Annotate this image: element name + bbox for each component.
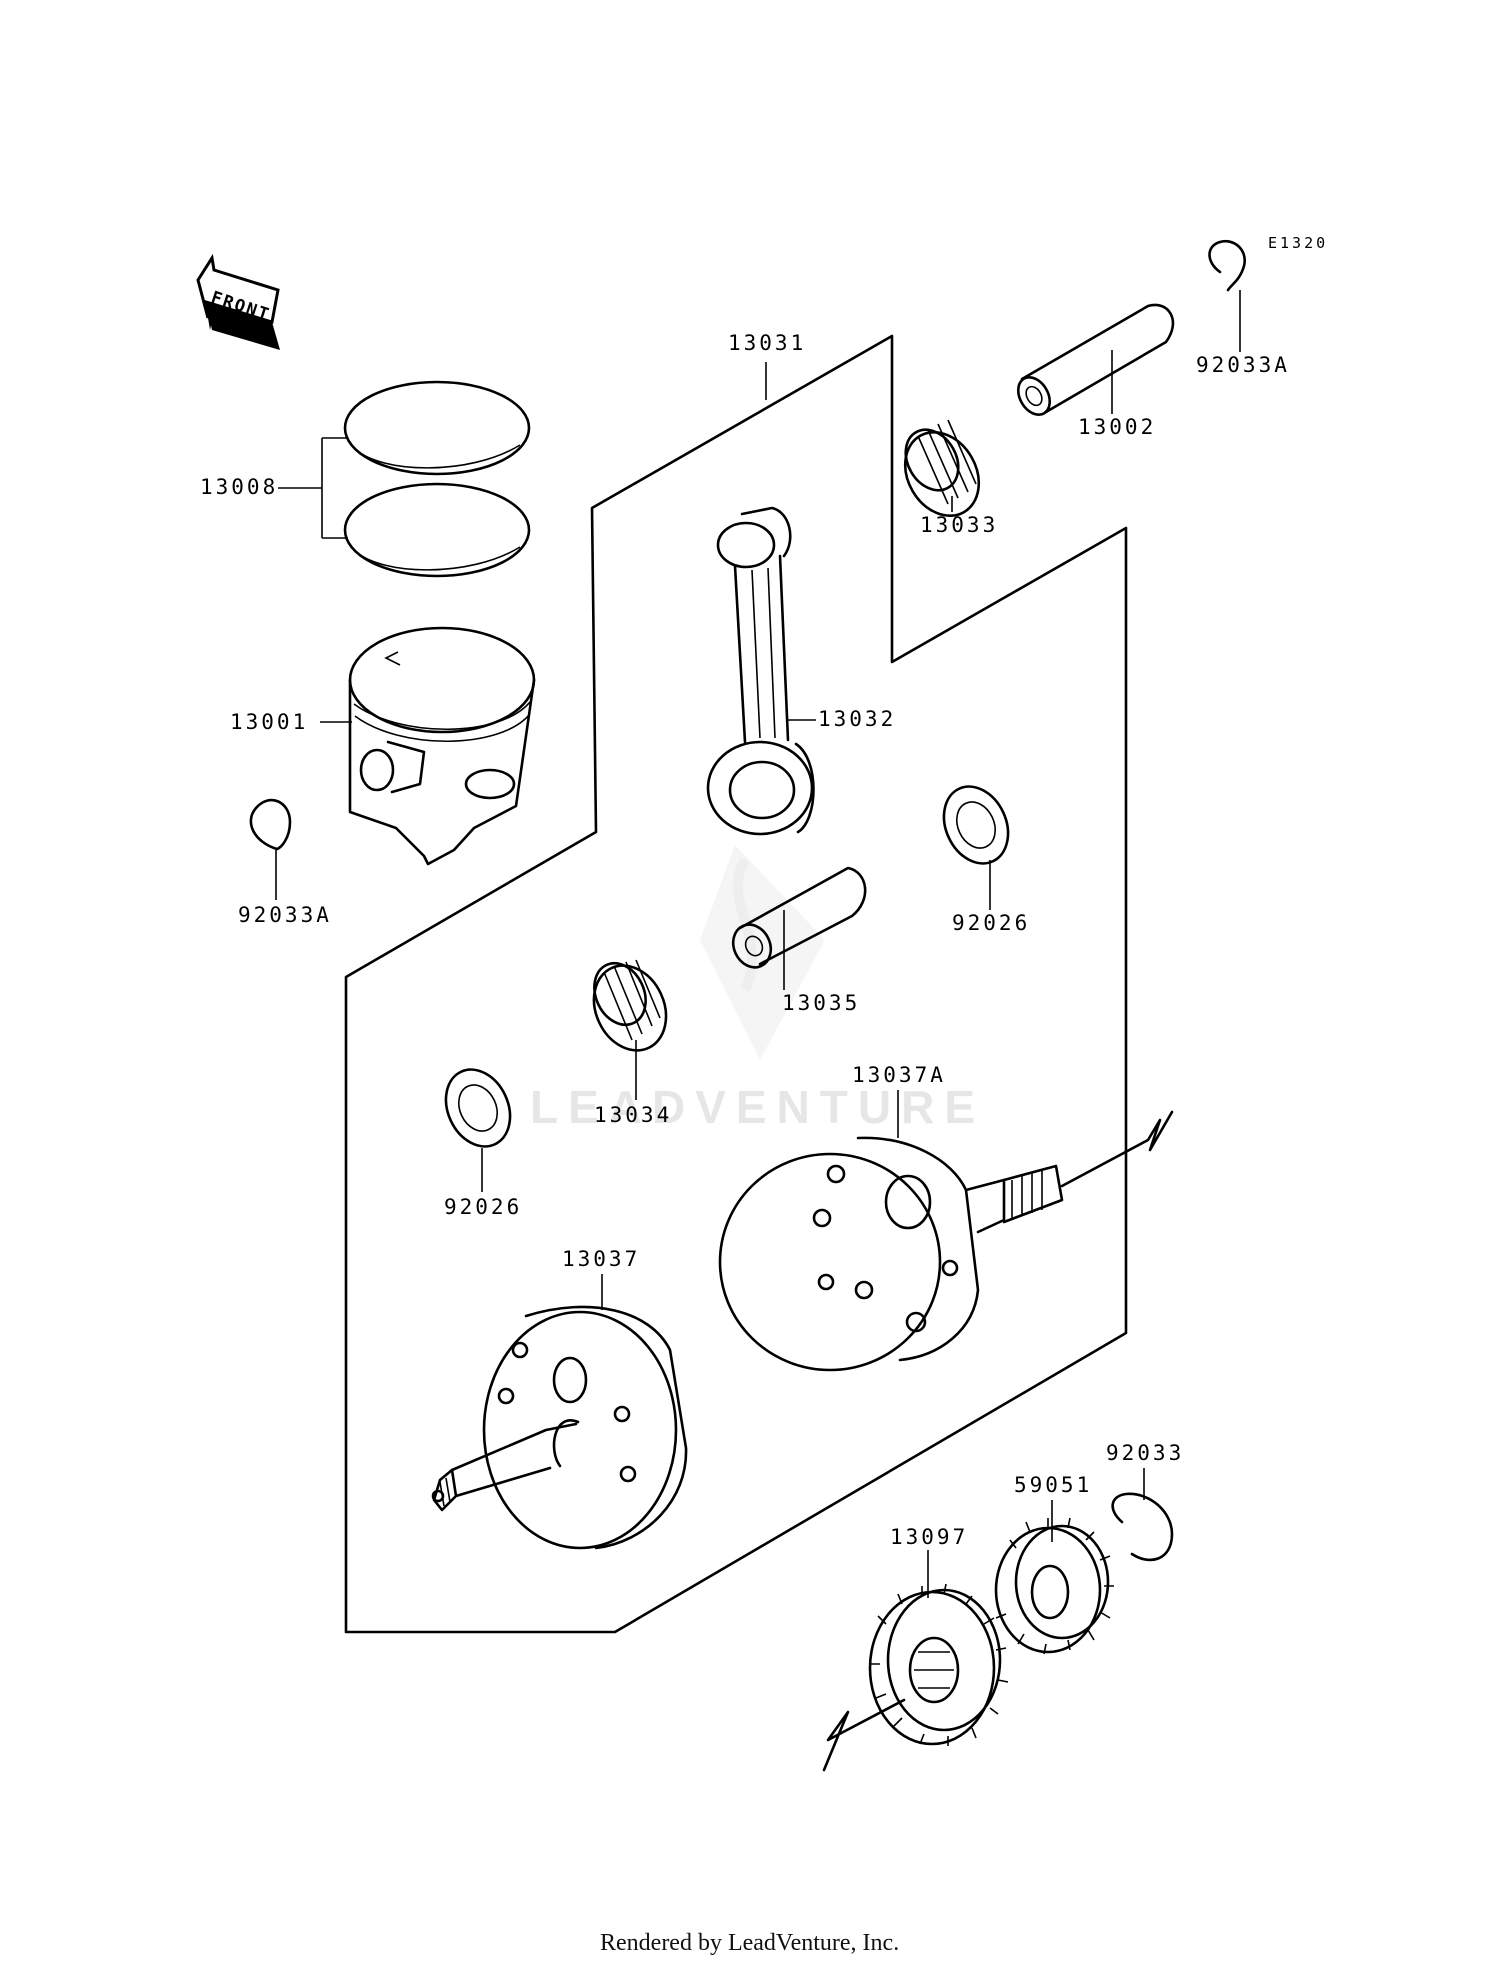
label-13034: 13034 <box>594 1103 672 1127</box>
label-13035: 13035 <box>782 991 860 1015</box>
label-59051: 59051 <box>1014 1473 1092 1497</box>
leader-lines <box>275 290 1241 1598</box>
needle-bearing-13033-icon <box>903 419 981 518</box>
gear-13097-icon <box>822 1583 1009 1772</box>
thrust-washer-92026-right-icon <box>942 785 1010 865</box>
crankshaft-half-13037a-icon <box>718 1110 1174 1372</box>
circlip-92033a-top-icon <box>1208 239 1246 292</box>
label-13002: 13002 <box>1078 415 1156 439</box>
label-13008: 13008 <box>200 475 278 499</box>
label-13031: 13031 <box>728 331 806 355</box>
thrust-washer-92026-left-icon <box>444 1068 512 1148</box>
label-13033: 13033 <box>920 513 998 537</box>
piston-13001 <box>348 626 536 866</box>
crankshaft-half-13037-icon <box>431 1305 688 1550</box>
gear-59051-icon <box>994 1517 1114 1655</box>
watermark-logo <box>700 845 825 1060</box>
footer-credit: Rendered by LeadVenture, Inc. <box>600 1930 899 1956</box>
label-13037: 13037 <box>562 1247 640 1271</box>
front-arrow-icon: FRONT <box>196 253 280 350</box>
kit-outline-13031 <box>344 334 1128 1634</box>
circlip-92033-icon <box>1111 1492 1174 1562</box>
circlip-92033a-left-icon <box>249 798 292 851</box>
watermark-text: LEADVENTURE <box>530 1081 985 1133</box>
label-92033: 92033 <box>1106 1441 1184 1465</box>
piston-rings-13008 <box>343 380 531 578</box>
label-13001: 13001 <box>230 710 308 734</box>
label-13037a: 13037A <box>852 1063 946 1087</box>
label-13032: 13032 <box>818 707 896 731</box>
label-92026-right: 92026 <box>952 911 1030 935</box>
label-92033a-top: 92033A <box>1196 353 1290 377</box>
diagram-code: E1320 <box>1268 234 1328 252</box>
connecting-rod-13032-icon <box>706 506 815 836</box>
piston-pin-13002-icon <box>1016 303 1175 416</box>
crank-pin-13035-icon <box>731 866 867 969</box>
label-13097: 13097 <box>890 1525 968 1549</box>
label-92026-left: 92026 <box>444 1195 522 1219</box>
label-92033a-left: 92033A <box>238 903 332 927</box>
needle-bearing-13034-icon <box>592 959 668 1052</box>
